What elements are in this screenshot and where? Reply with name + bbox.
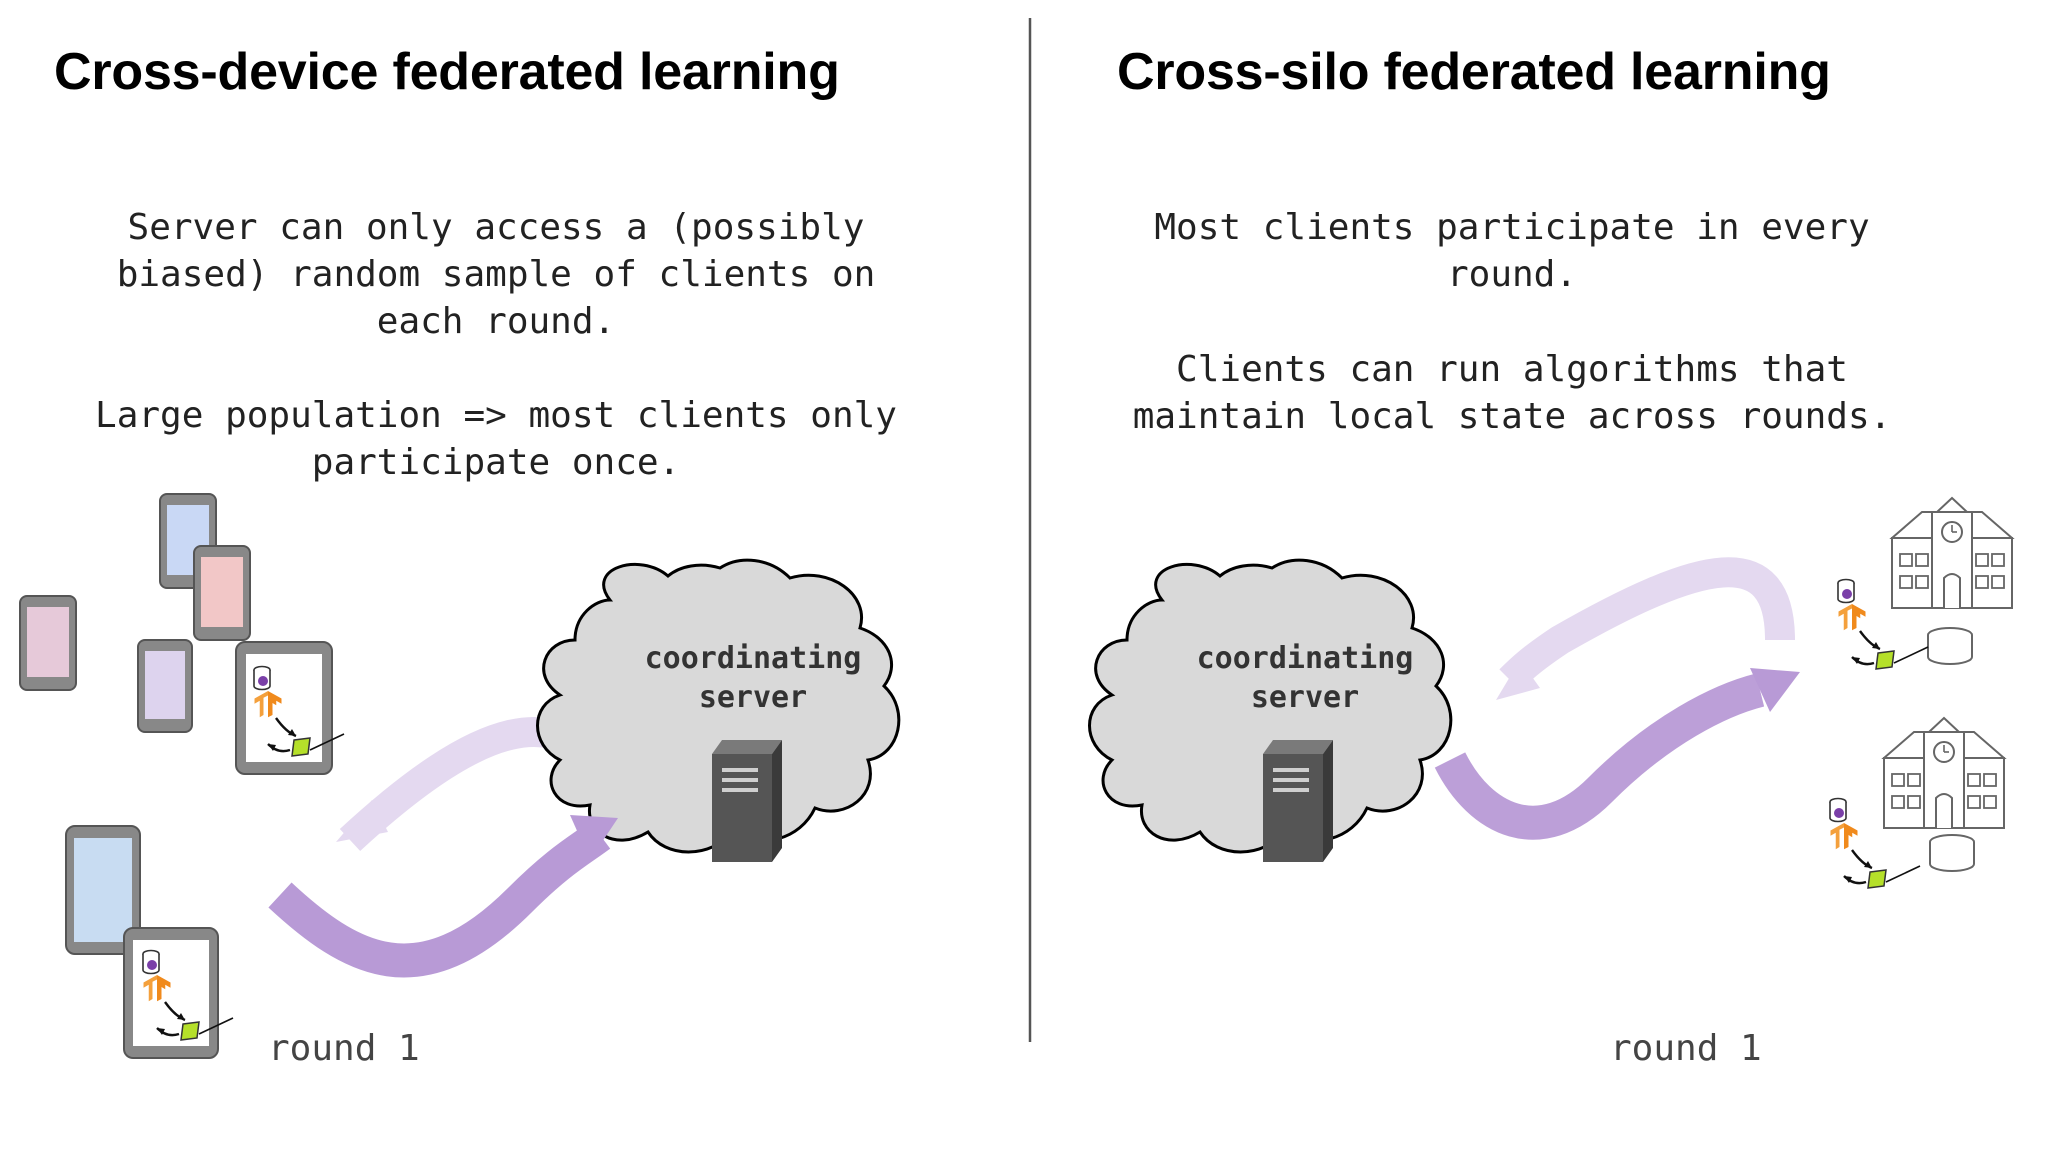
right-paragraph-2-line-2: maintain local state across rounds. xyxy=(1132,396,1892,437)
right-panel-title: Cross-silo federated learning xyxy=(1117,43,1831,101)
cloud-icon xyxy=(1088,558,1453,854)
arrowhead-faded xyxy=(336,800,388,842)
phone-icon xyxy=(137,639,193,733)
database-icon xyxy=(1929,834,1975,872)
left-paragraph-2: Large population => most clients only pa… xyxy=(95,392,897,486)
right-server-label-line-2: server xyxy=(1251,680,1359,715)
right-round-label: round 1 xyxy=(1610,1028,1762,1069)
left-round-label: round 1 xyxy=(268,1028,420,1069)
database-icon xyxy=(1927,627,1973,665)
school-building-icon xyxy=(1883,717,2005,829)
school-building-icon xyxy=(1891,497,2013,609)
arrowhead xyxy=(570,815,618,860)
right-paragraph-2-line-1: Clients can run algorithms that xyxy=(1176,349,1848,390)
phone-icon xyxy=(19,595,77,691)
upload-arrow xyxy=(1434,673,1765,840)
left-server-label-line-2: server xyxy=(699,680,807,715)
left-paragraph-2-line-1: Large population => most clients only xyxy=(95,395,897,436)
server-icon xyxy=(1263,740,1333,862)
left-paragraph-1: Server can only access a (possibly biase… xyxy=(117,204,876,345)
server-icon xyxy=(712,740,782,862)
upload-arrow xyxy=(268,821,611,978)
left-paragraph-1-line-2: biased) random sample of clients on xyxy=(116,254,876,295)
right-paragraph-1-line-1: Most clients participate in every xyxy=(1154,207,1870,248)
left-panel-title: Cross-device federated learning xyxy=(54,43,840,101)
phone-icon xyxy=(235,641,333,775)
return-arrow-faded xyxy=(1499,557,1795,691)
right-server-label-line-1: coordinating xyxy=(1197,641,1414,676)
arrowhead xyxy=(1750,668,1800,712)
phone-icon xyxy=(123,927,219,1059)
left-server-label-line-1: coordinating xyxy=(645,641,862,676)
arrowhead-faded xyxy=(1496,660,1540,700)
left-paragraph-1-line-1: Server can only access a (possibly xyxy=(127,207,865,248)
right-paragraph-1-line-2: round. xyxy=(1446,254,1578,295)
left-paragraph-1-line-3: each round. xyxy=(376,301,616,342)
right-paragraph-2: Clients can run algorithms that maintain… xyxy=(1133,346,1892,440)
left-paragraph-2-line-2: participate once. xyxy=(311,442,681,483)
cloud-icon xyxy=(536,558,901,854)
phone-icon xyxy=(65,825,141,955)
right-paragraph-1: Most clients participate in every round. xyxy=(1154,204,1869,298)
phone-icon xyxy=(193,545,251,641)
